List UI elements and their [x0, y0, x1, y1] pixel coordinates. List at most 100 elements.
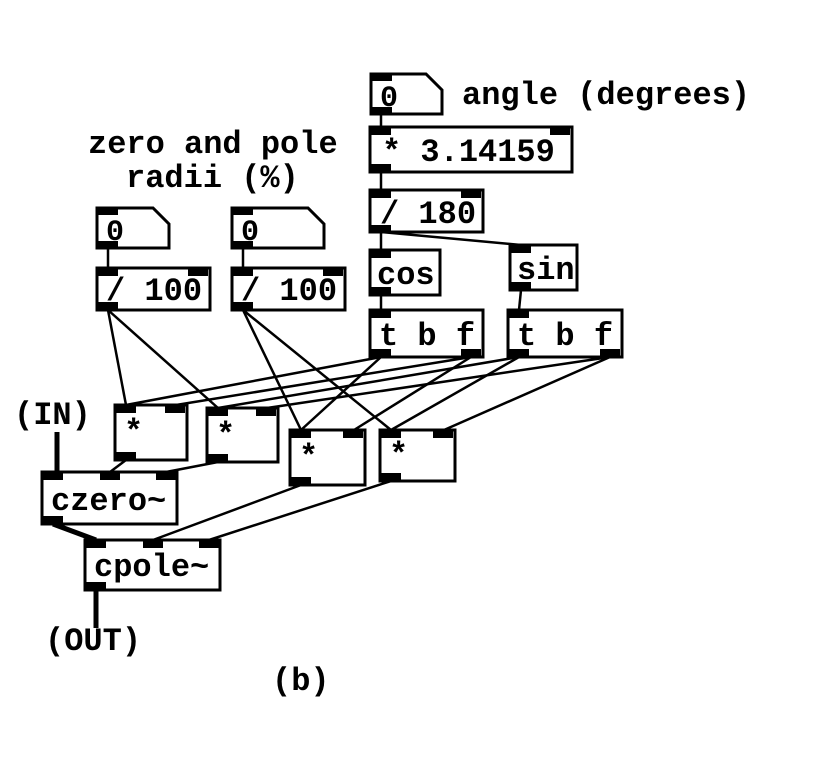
outlet-nub	[291, 477, 311, 484]
inlet-nub	[381, 431, 401, 438]
outlet-nub	[208, 454, 228, 461]
out-label: (OUT)	[45, 623, 141, 660]
object-label: / 180	[380, 196, 476, 233]
outlet-nub	[381, 473, 401, 480]
inlet-nub	[116, 406, 136, 413]
inlet-nub	[433, 431, 453, 438]
connection	[208, 479, 392, 542]
inlet-nub	[371, 191, 391, 198]
inlet-nub	[371, 311, 391, 318]
number-box-pole-radius[interactable]: 0	[230, 206, 326, 250]
outlet-nub	[371, 349, 391, 356]
connection	[217, 355, 520, 410]
outlet-nub	[98, 302, 118, 309]
inlet-nub	[509, 311, 529, 318]
number-value: 0	[106, 216, 124, 250]
connection	[266, 355, 611, 410]
inlet-nub	[511, 246, 531, 253]
inlet-nub	[208, 409, 228, 416]
inlet-nub	[98, 208, 118, 215]
object-label: sin	[517, 252, 575, 289]
outlet-nub	[233, 302, 253, 309]
outlet-nub	[98, 241, 118, 248]
figure-caption: (b)	[272, 663, 330, 700]
connection	[241, 309, 303, 431]
connection	[165, 460, 219, 474]
number-box-shape[interactable]	[95, 206, 171, 250]
object-box-trigger-cos: t b f	[368, 308, 485, 359]
object-box-multiply-zero-imag: *	[205, 406, 280, 464]
inlet-nub	[199, 541, 219, 548]
radii-label-line1: zero and pole	[88, 126, 338, 163]
object-box-czero: czero~	[40, 470, 179, 526]
object-box-multiply-pole-imag: *	[378, 428, 457, 483]
inlet-nub	[343, 431, 363, 438]
object-box-divide-180: / 180	[368, 188, 485, 234]
object-box-multiply-pole-real: *	[288, 428, 367, 487]
outlet-nub	[371, 225, 391, 232]
object-box-divide-100-pole: / 100	[230, 266, 347, 312]
outlet-nub	[461, 349, 481, 356]
object-box-sin: sin	[508, 243, 579, 292]
inlet-nub	[143, 541, 163, 548]
number-box-zero-radius[interactable]: 0	[95, 206, 171, 250]
object-label: *	[299, 439, 318, 476]
object-label: / 100	[106, 273, 202, 310]
object-box-cpole: cpole~	[83, 538, 222, 592]
outlet-nub	[372, 107, 392, 114]
object-box-cos: cos	[368, 248, 442, 297]
object-label: czero~	[51, 483, 166, 520]
object-label: *	[389, 437, 408, 474]
inlet-nub	[372, 74, 392, 81]
inlet-nub	[233, 269, 253, 276]
inlet-nub	[291, 431, 311, 438]
inlet-nub	[461, 191, 481, 198]
connection	[517, 289, 523, 311]
object-label: / 100	[241, 273, 337, 310]
number-box-shape[interactable]	[230, 206, 326, 250]
connection	[300, 356, 382, 431]
object-label: *	[124, 414, 143, 451]
connection	[106, 309, 128, 406]
outlet-nub	[43, 516, 63, 523]
inlet-nub	[233, 208, 253, 215]
object-box-multiply-zero-real: *	[113, 403, 189, 462]
number-value: 0	[380, 82, 398, 116]
inlet-nub	[86, 541, 106, 548]
connection	[152, 483, 302, 542]
inlet-nub	[43, 473, 63, 480]
outlet-nub	[511, 282, 531, 289]
inlet-nub	[256, 409, 276, 416]
radii-label-line2: radii (%)	[126, 160, 299, 197]
number-box-shape[interactable]	[369, 72, 444, 116]
object-box-divide-100-zero: / 100	[95, 266, 212, 312]
signal-connection	[52, 521, 97, 543]
inlet-nub	[165, 406, 185, 413]
object-label: cpole~	[94, 549, 209, 586]
outlet-nub	[371, 287, 391, 294]
outlet-nub	[371, 164, 391, 171]
object-label: t b f	[517, 318, 613, 355]
object-label: * 3.14159	[382, 134, 555, 171]
inlet-nub	[188, 269, 208, 276]
object-box-multiply-pi: * 3.14159	[368, 125, 574, 174]
outlet-nub	[600, 349, 620, 356]
connection	[175, 355, 472, 407]
connection	[443, 355, 611, 432]
object-label: *	[216, 417, 235, 454]
connection	[125, 355, 382, 407]
connection	[380, 230, 522, 247]
object-label: t b f	[379, 318, 475, 355]
inlet-nub	[100, 473, 120, 480]
angle-label: angle (degrees)	[462, 77, 750, 114]
number-box-angle[interactable]: 0	[369, 72, 444, 116]
inlet-nub	[98, 269, 118, 276]
inlet-nub	[371, 128, 391, 135]
in-label: (IN)	[14, 397, 91, 434]
outlet-nub	[86, 582, 106, 589]
connections	[52, 114, 611, 628]
inlet-nub	[323, 269, 343, 276]
outlet-nub	[233, 241, 253, 248]
